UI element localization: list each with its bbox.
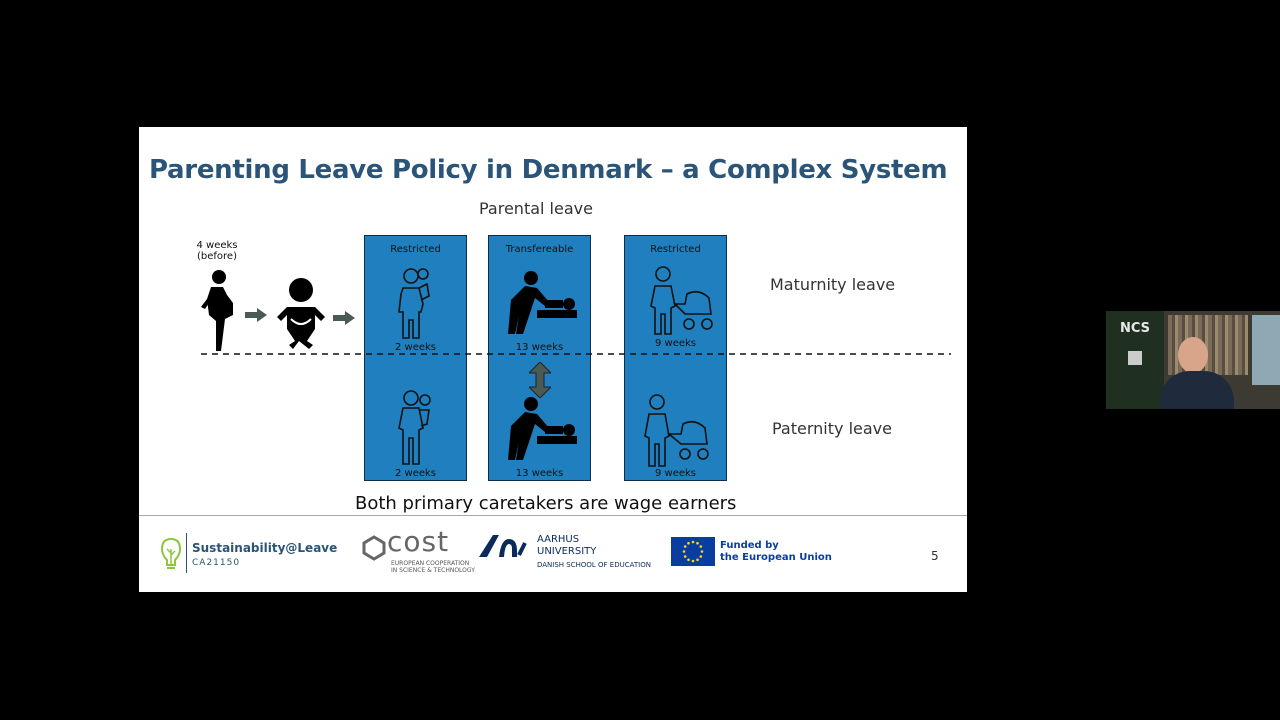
weeks-label: 13 weeks [515, 468, 564, 479]
mother-holding-baby-icon [398, 268, 430, 339]
eu-line-1: Funded by [720, 540, 779, 551]
baby-icon [277, 278, 325, 349]
divider-dashed-line [201, 353, 951, 355]
restricted-box-2: Restricted 9 weeks 9 weeks [624, 235, 727, 481]
aarhus-line-1: AARHUS [537, 534, 580, 545]
father-holding-baby-icon [398, 390, 431, 465]
footer-divider [139, 515, 967, 516]
cost-tagline-1: EUROPEAN COOPERATION [391, 560, 470, 567]
mother-with-stroller-icon [650, 266, 713, 335]
webcam-sign-text: NCS [1120, 321, 1151, 336]
before-weeks-text: 4 weeks [196, 240, 238, 251]
cost-tagline-2: IN SCIENCE & TECHNOLOGY [391, 567, 475, 574]
cost-logo-text: cost [387, 525, 450, 558]
transferable-box: Transfereable 13 weeks 13 weeks [488, 235, 591, 481]
parental-leave-label: Parental leave [479, 199, 593, 218]
lightbulb-icon [160, 537, 182, 569]
box-header: Restricted [390, 244, 441, 255]
qr-code-icon [1128, 351, 1142, 365]
webcam-thumbnail[interactable]: NCS [1106, 311, 1280, 409]
slide-title: Parenting Leave Policy in Denmark – a Co… [149, 155, 948, 185]
aarhus-line-3: DANISH SCHOOL OF EDUCATION [537, 561, 651, 569]
slide-footer: Sustainability@Leave CA21150 cost EUROPE… [139, 517, 967, 592]
weeks-label: 2 weeks [394, 342, 437, 353]
weeks-label: 2 weeks [394, 468, 437, 479]
eu-flag-icon [671, 537, 715, 566]
weeks-label: 9 weeks [654, 468, 697, 479]
parent-changing-diaper-icon [508, 397, 577, 460]
project-name: Sustainability@Leave [192, 541, 338, 555]
transfer-arrow-icon [529, 362, 551, 398]
paternity-leave-label: Paternity leave [772, 419, 892, 438]
weeks-label: 13 weeks [515, 342, 564, 353]
arrow-right-icon [333, 311, 355, 325]
window-background [1252, 315, 1280, 385]
weeks-label: 9 weeks [654, 338, 697, 349]
person-body [1160, 371, 1234, 409]
pregnant-woman-icon [201, 270, 233, 351]
aarhus-university-logo-icon [479, 535, 527, 557]
presentation-slide: Parenting Leave Policy in Denmark – a Co… [139, 127, 967, 592]
parent-changing-diaper-icon [508, 271, 577, 334]
project-code: CA21150 [192, 558, 241, 568]
before-note-text: (before) [197, 251, 237, 262]
restricted-box-1: Restricted 2 weeks 2 weeks [364, 235, 467, 481]
before-weeks-label: 4 weeks (before) [189, 240, 245, 262]
arrow-right-icon [245, 308, 267, 322]
page-number: 5 [931, 549, 939, 563]
box-header: Transfereable [505, 244, 574, 255]
maternity-leave-label: Maturnity leave [770, 275, 896, 294]
box-header: Restricted [650, 244, 701, 255]
logo-separator [186, 533, 187, 573]
aarhus-line-2: UNIVERSITY [537, 546, 597, 557]
eu-line-2: the European Union [720, 552, 832, 563]
person-head [1178, 337, 1208, 373]
father-with-stroller-icon [644, 394, 709, 467]
slide-caption: Both primary caretakers are wage earners [355, 493, 737, 514]
cost-hexagon-icon [362, 535, 386, 561]
